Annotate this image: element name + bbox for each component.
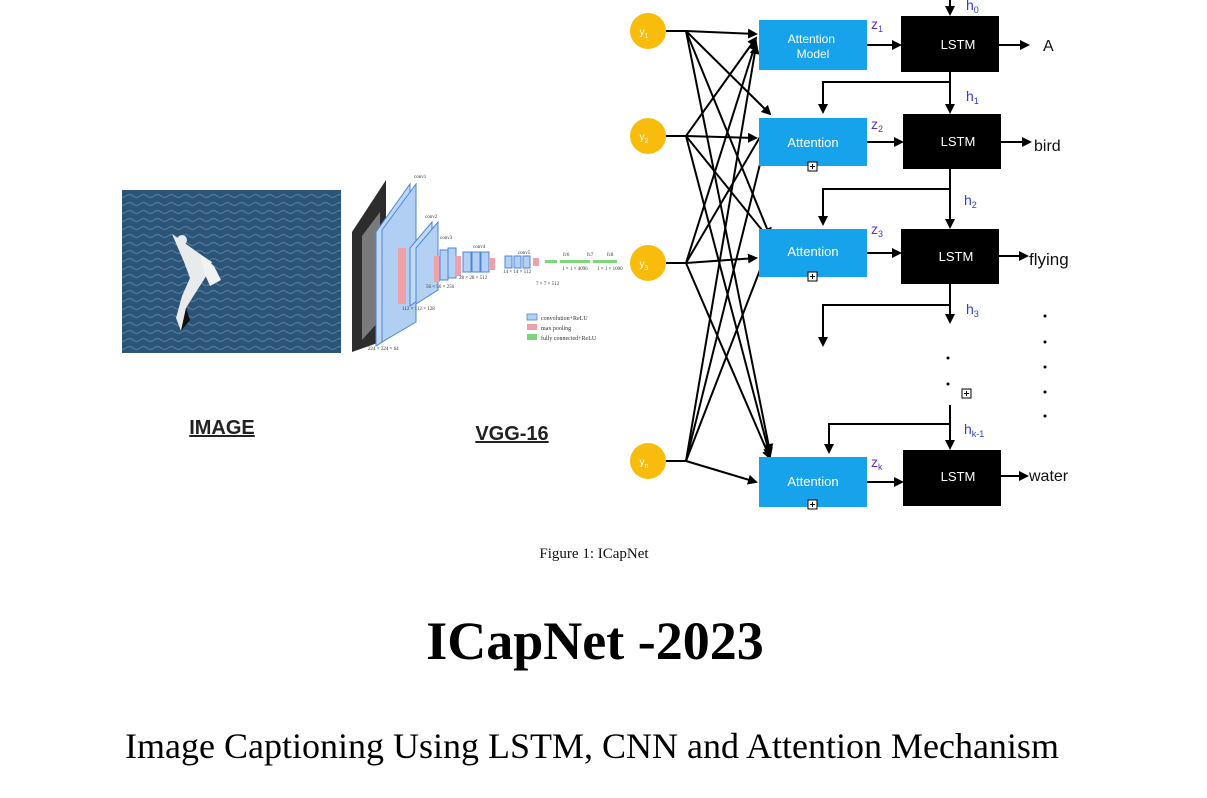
lstm-3-label: LSTM: [939, 249, 974, 264]
hidden-h1: h1: [966, 88, 979, 106]
context-z3: z3: [871, 221, 883, 239]
context-z2: z2: [871, 116, 883, 134]
vgg-dim-14: 14 × 14 × 512: [503, 270, 532, 275]
icapnet-figure: IMAGE conv1 conv2 conv3 conv4 conv5 fc6 …: [122, 0, 1069, 510]
input-y2-symbol: y: [640, 132, 645, 143]
vgg16-diagram: conv1 conv2 conv3 conv4 conv5 fc6 fc7 fc…: [352, 175, 623, 352]
input-y1-sub: 1: [645, 33, 649, 40]
lstm-1-label: LSTM: [941, 37, 976, 52]
hidden-h3: h3: [966, 301, 979, 319]
attention-box-2: Attention: [759, 118, 867, 172]
vgg-dim-out: 1 × 1 × 1000: [597, 267, 623, 272]
hidden-state-lines: [818, 0, 955, 454]
vgg-layer-conv2: conv2: [425, 215, 438, 220]
output-arrows: [999, 40, 1032, 481]
hidden-h0: h0: [966, 0, 979, 15]
lstm-box-2: LSTM: [903, 114, 1001, 169]
hidden-hk-1: hk-1: [964, 421, 984, 439]
lstm-box-k: LSTM: [903, 450, 1001, 506]
input-yn-symbol: y: [640, 457, 645, 468]
context-z1: z1: [871, 16, 883, 34]
context-arrows: [867, 40, 904, 487]
vgg-legend: convolution+ReLU max pooling fully conne…: [526, 313, 597, 342]
vgg-layer-conv4: conv4: [473, 245, 486, 250]
vgg-dim-fc: 1 × 1 × 4096: [562, 267, 588, 272]
lstm-box-1: LSTM: [901, 16, 999, 72]
vgg-legend-fc: fully connected+ReLU: [541, 335, 597, 342]
attention-box-3: Attention: [759, 229, 867, 282]
input-y1: y1: [630, 13, 666, 49]
vgg-legend-pool: max pooling: [541, 326, 571, 332]
vgg-dim-7: 7 × 7 × 512: [536, 282, 560, 287]
attention-box-1: Attention Model: [759, 20, 867, 70]
context-zk: zk: [871, 454, 883, 472]
attention-2-label: Attention: [787, 135, 838, 150]
input-y3: y3: [630, 245, 666, 281]
svg-text:y1: y1: [640, 27, 649, 40]
vgg-layer-conv3: conv3: [440, 236, 453, 241]
input-yn-sub: n: [645, 463, 649, 470]
vgg-layer-conv5: conv5: [518, 251, 531, 256]
attention-k-label: Attention: [787, 474, 838, 489]
vgg-layer-fc7: fc7: [587, 253, 594, 258]
vgg-dim-224: 224 × 224 × 64: [368, 347, 399, 352]
crossing-lines: [685, 28, 774, 485]
paper-title: ICapNet -2023: [426, 611, 764, 671]
vgg-dim-112: 112 × 112 × 128: [402, 307, 435, 312]
vgg-legend-conv: convolution+ReLU: [541, 316, 588, 322]
output-word-2: bird: [1034, 138, 1061, 155]
lstm-box-3: LSTM: [901, 229, 999, 284]
input-y3-symbol: y: [640, 259, 645, 270]
svg-text:y3: y3: [640, 259, 649, 272]
input-connections: [666, 30, 686, 462]
output-word-3: flying: [1029, 250, 1069, 269]
attention-3-label: Attention: [787, 244, 838, 259]
vgg-layer-conv1: conv1: [414, 175, 427, 180]
input-yn: yn: [630, 443, 666, 479]
hidden-h2: h2: [964, 192, 977, 210]
vgg-layer-fc6: fc6: [563, 253, 570, 258]
input-y2: y2: [630, 118, 666, 154]
paper-subtitle: Image Captioning Using LSTM, CNN and Att…: [125, 726, 1059, 766]
seagull-illustration: [172, 234, 221, 331]
lstm-k-label: LSTM: [941, 469, 976, 484]
figure-caption: Figure 1: ICapNet: [539, 546, 649, 562]
lstm-2-label: LSTM: [941, 134, 976, 149]
svg-text:y2: y2: [640, 132, 649, 145]
output-word-1: A: [1043, 38, 1054, 55]
attention-1-label: Attention: [788, 32, 835, 46]
vgg-dim-56: 56 × 56 × 256: [426, 285, 455, 290]
vgg-layer-fc8: fc8: [607, 253, 614, 258]
vgg-dim-28: 28 × 28 × 512: [459, 276, 488, 281]
input-y2-sub: 2: [645, 138, 649, 145]
ellipsis-dots: [946, 314, 1047, 418]
input-image: [122, 190, 341, 353]
input-y1-symbol: y: [640, 27, 645, 38]
output-word-k: water: [1028, 468, 1069, 485]
input-y3-sub: 3: [645, 265, 649, 272]
vgg16-label: VGG-16: [475, 423, 548, 445]
svg-text:Attention Model: Attention Model: [788, 32, 839, 61]
svg-text:yn: yn: [640, 457, 649, 470]
attention-1-label-line2: Model: [797, 47, 830, 61]
image-label: IMAGE: [189, 417, 255, 439]
attention-box-k: Attention: [759, 457, 867, 510]
